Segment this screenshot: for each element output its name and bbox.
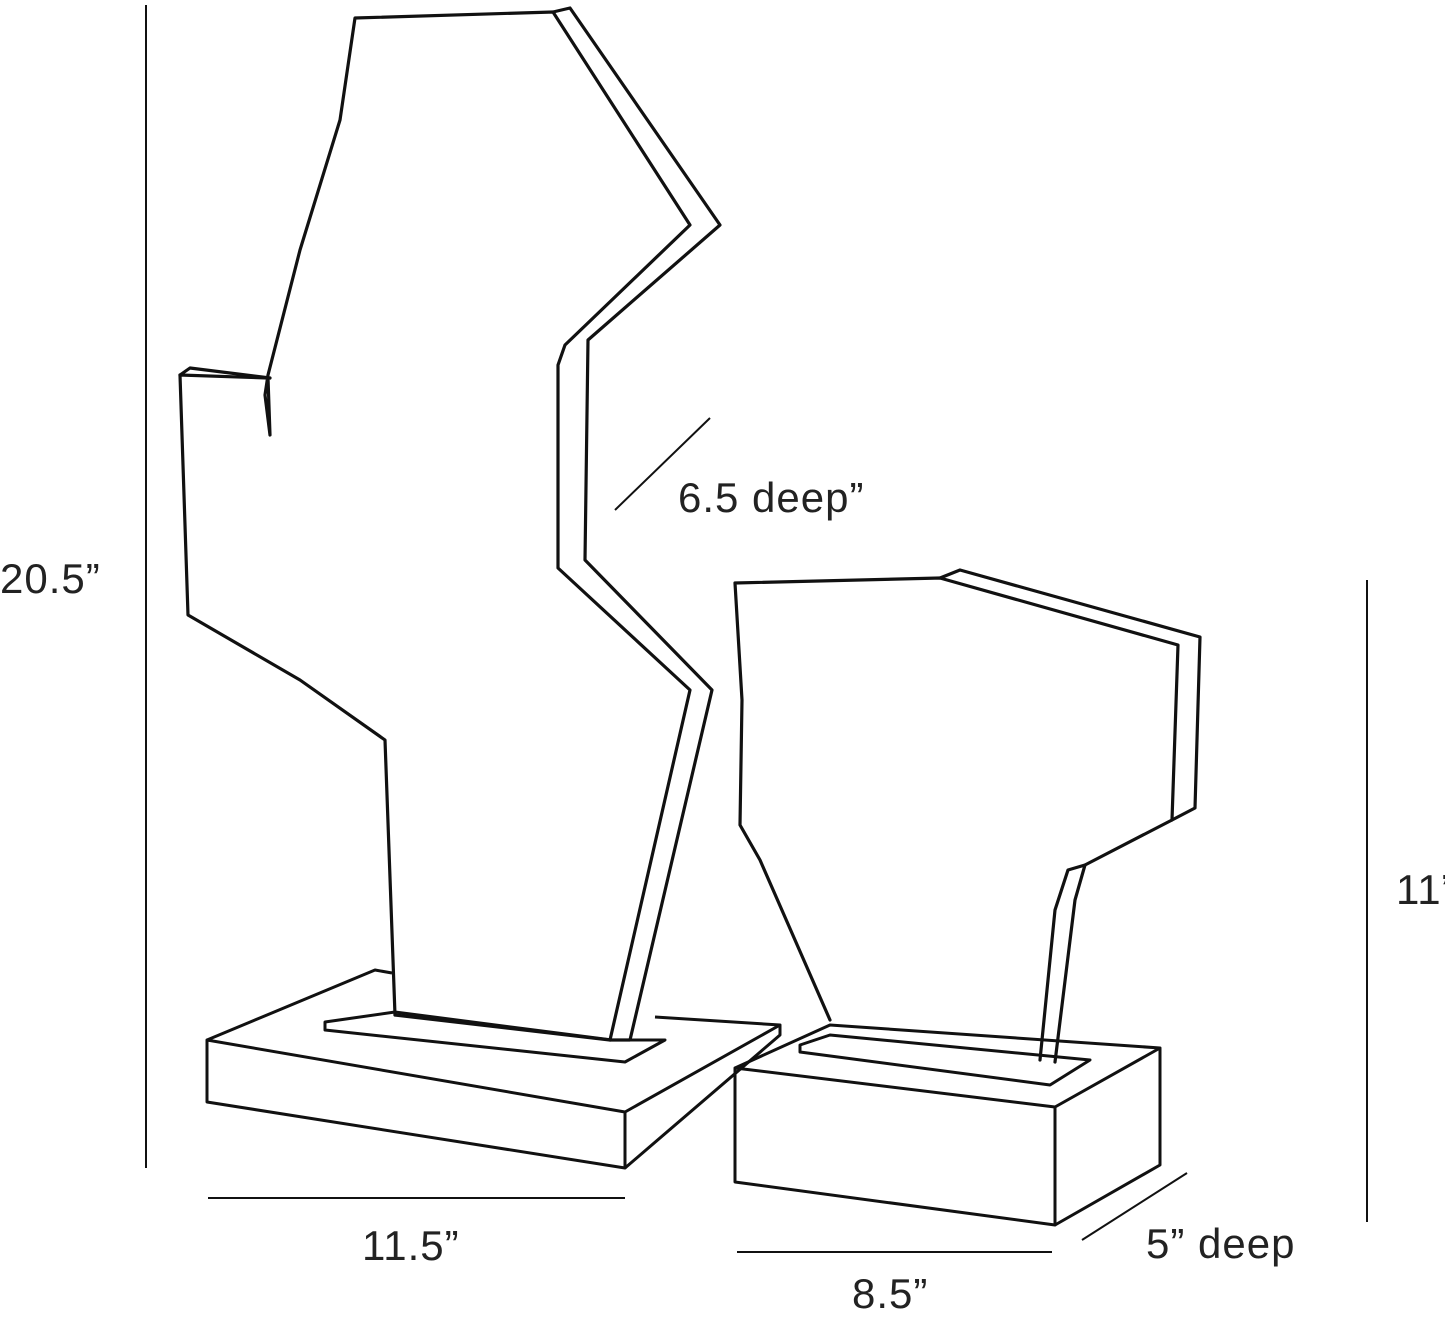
small-sculpture-inner-edge — [1038, 863, 1087, 1062]
small-base — [733, 1023, 1162, 1227]
large-base-top-face — [206, 968, 393, 1042]
small-base-front-face — [733, 1066, 1057, 1227]
large-base-right-face — [624, 1025, 782, 1170]
large-sculpture-side-edge — [551, 6, 722, 1042]
small-depth-line — [1081, 1172, 1188, 1241]
large-sculpture-front-outline — [178, 10, 692, 1042]
small-width-label: 8.5” — [852, 1270, 929, 1317]
large-sculpture-left-notch — [178, 366, 272, 380]
large-height-label: 20.5” — [0, 555, 101, 602]
large-base-inset-plate — [323, 1010, 667, 1064]
small-height-label: 11” — [1396, 866, 1445, 913]
small-sculpture-side-edge — [938, 568, 1202, 822]
large-base-front-face — [205, 1038, 627, 1170]
small-depth-label: 5” deep — [1146, 1220, 1296, 1267]
small-base-top-face — [734, 1023, 1162, 1109]
large-base-top-right — [624, 1015, 782, 1114]
small-base-inset-plate — [798, 1033, 1092, 1087]
small-base-right-face — [1054, 1048, 1162, 1227]
large-base — [205, 968, 782, 1170]
large-depth-line — [614, 417, 711, 511]
small-sculpture-front-outline — [733, 576, 1180, 1064]
small-sculpture — [733, 568, 1202, 1064]
large-width-label: 11.5” — [362, 1222, 460, 1269]
dimension-lines — [145, 5, 1368, 1253]
large-depth-label: 6.5 deep” — [678, 474, 865, 521]
large-sculpture — [178, 6, 722, 1042]
